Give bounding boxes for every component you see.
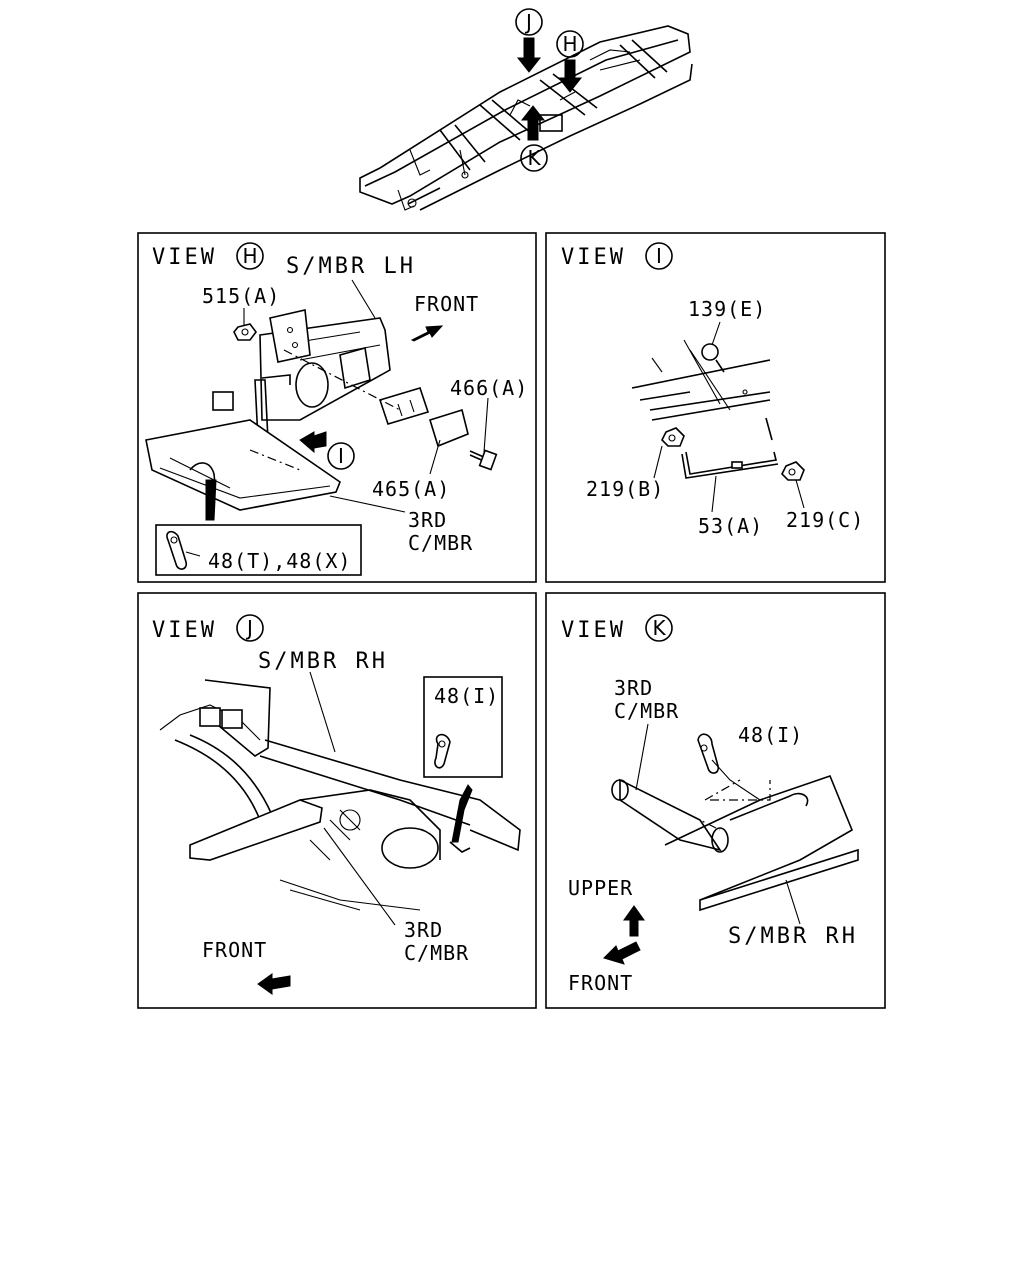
- view-h-inset-label: 48(T),48(X): [208, 549, 351, 573]
- view-h-front-label: FRONT: [414, 292, 479, 316]
- marker-k-arrow: K: [520, 105, 548, 172]
- label-515a: 515(A): [202, 284, 280, 308]
- marker-h-arrow: H: [556, 30, 584, 93]
- view-h-i-marker: I: [338, 444, 344, 468]
- label-219b: 219(B): [586, 477, 664, 501]
- view-h-side-member-label: S/MBR LH: [286, 254, 416, 279]
- label-465a: 465(A): [372, 477, 450, 501]
- view-h-inset-box: [155, 524, 362, 576]
- view-j-letter: J: [245, 616, 253, 640]
- view-k-upper-label: UPPER: [568, 876, 633, 900]
- view-h-letter: H: [242, 244, 257, 268]
- view-k-side-member-label: S/MBR RH: [728, 924, 858, 949]
- view-h-3rd-label-1: 3RD: [408, 508, 447, 532]
- view-j-drawing: [159, 671, 521, 926]
- panel-view-i: [545, 232, 886, 583]
- view-j-inset-box: [423, 676, 503, 778]
- clip-icon: [434, 733, 451, 769]
- view-h-word: VIEW: [152, 245, 217, 270]
- panel-view-j: [137, 592, 537, 1009]
- panel-view-k: [545, 592, 886, 1009]
- view-j-front-label: FRONT: [202, 938, 267, 962]
- view-k-title: VIEW K: [561, 614, 673, 643]
- clip-icon: [166, 530, 201, 570]
- upper-arrow: [623, 905, 645, 937]
- view-j-front-arrow: [257, 973, 291, 995]
- view-j-3rd-label-2: C/MBR: [404, 941, 469, 965]
- chassis-overview: [359, 25, 693, 211]
- view-h-drawing: I: [145, 279, 498, 521]
- view-h-title: VIEW H: [152, 242, 264, 270]
- view-i-drawing: [631, 321, 805, 513]
- marker-j-arrow: J: [515, 8, 543, 73]
- view-j-3rd-label-1: 3RD: [404, 918, 443, 942]
- label-466a: 466(A): [450, 376, 528, 400]
- view-j-word: VIEW: [152, 618, 217, 643]
- panel-view-h: [137, 232, 537, 583]
- view-k-word: VIEW: [561, 618, 626, 643]
- view-k-front-label: FRONT: [568, 971, 633, 995]
- view-i-word: VIEW: [561, 245, 626, 270]
- view-k-letter: K: [652, 616, 666, 640]
- marker-j-label: J: [524, 10, 532, 34]
- view-j-title: VIEW J: [152, 614, 264, 643]
- view-k-3rd-label-2: C/MBR: [614, 699, 679, 723]
- view-k-front-arrow: [603, 941, 641, 965]
- view-k-drawing: [611, 723, 859, 925]
- marker-h-label: H: [562, 32, 577, 56]
- label-53a: 53(A): [698, 514, 763, 538]
- view-k-3rd-label-1: 3RD: [614, 676, 653, 700]
- view-j-inset-label: 48(I): [434, 684, 499, 708]
- view-i-title: VIEW I: [561, 242, 673, 270]
- label-219c: 219(C): [786, 508, 864, 532]
- view-j-side-member-label: S/MBR RH: [258, 649, 388, 674]
- view-h-front-arrow: [410, 325, 444, 342]
- marker-k-label: K: [527, 146, 541, 170]
- view-h-3rd-label-2: C/MBR: [408, 531, 473, 555]
- label-139e: 139(E): [688, 297, 766, 321]
- label-48i: 48(I): [738, 723, 803, 747]
- view-i-letter: I: [656, 244, 662, 268]
